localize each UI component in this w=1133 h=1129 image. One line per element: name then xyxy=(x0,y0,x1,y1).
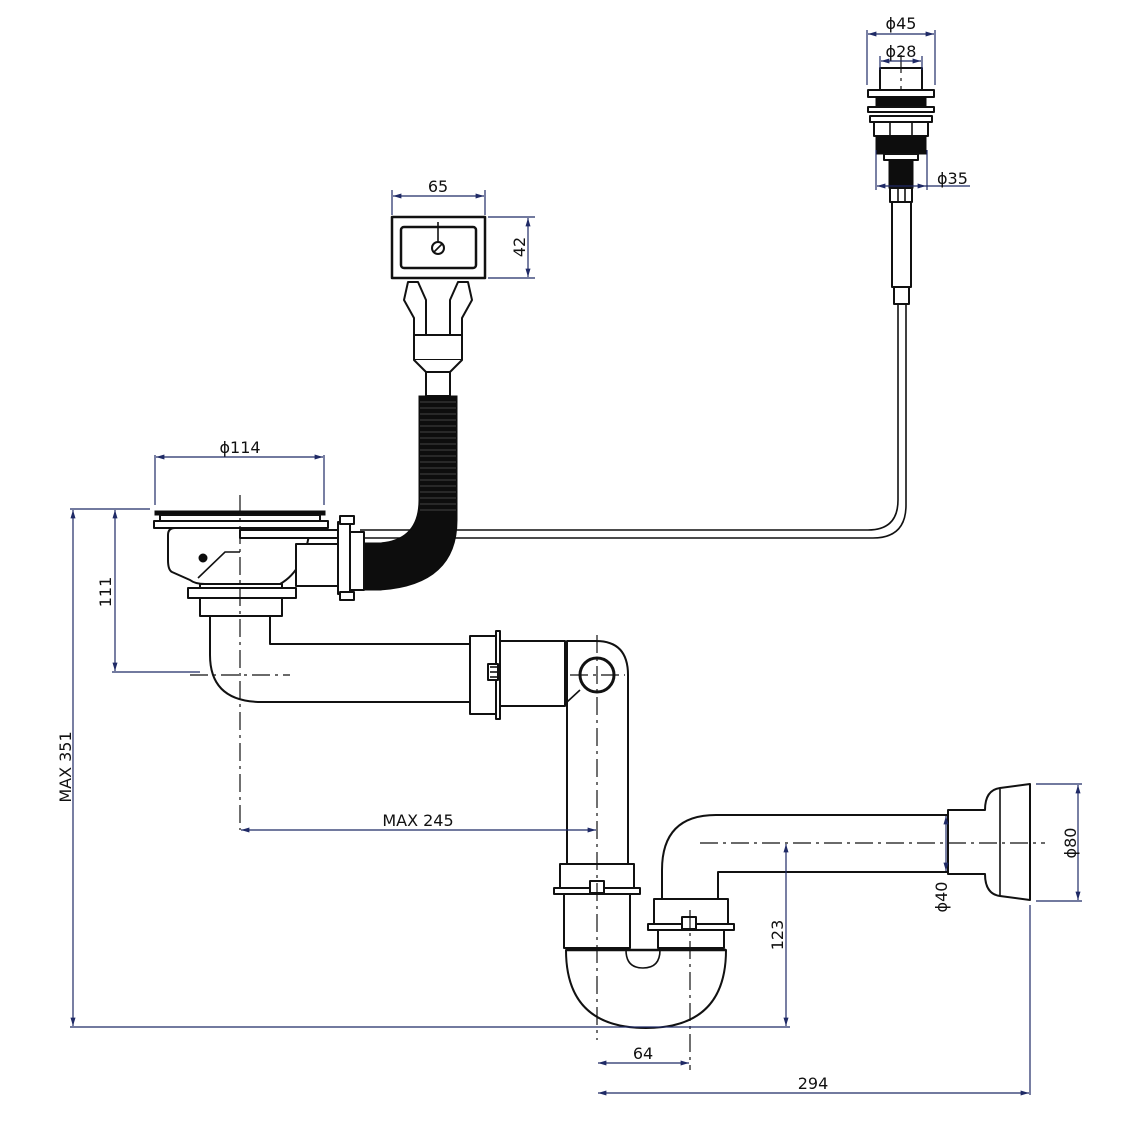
dim-text-button-inner: ϕ28 xyxy=(886,42,917,61)
dim-overflow-height: 42 xyxy=(488,216,535,279)
centerlines xyxy=(190,55,1045,1070)
button-washer xyxy=(867,106,935,113)
remote-cable xyxy=(360,304,907,539)
dim-horizontal-reach: MAX 245 xyxy=(241,811,596,833)
dim-text-outlet-height: 123 xyxy=(768,920,787,951)
strainer-flange xyxy=(153,520,329,529)
dim-outlet-pipe-dia: ϕ40 xyxy=(932,816,951,912)
dim-text-overflow-width: 65 xyxy=(428,177,448,196)
button-thread-upper xyxy=(875,96,927,108)
dim-button-inner: ϕ28 xyxy=(879,42,923,70)
dim-strainer-dia: ϕ114 xyxy=(154,438,325,505)
strainer-screw-icon xyxy=(198,553,208,563)
trap-outlet-pipe xyxy=(661,814,949,900)
horizontal-union xyxy=(469,630,568,720)
dim-outlet-height: 123 xyxy=(768,844,789,1026)
wall-rosette xyxy=(947,783,1031,901)
strainer-nut xyxy=(187,587,297,599)
dim-trap-offset: 64 xyxy=(598,1044,689,1066)
strainer xyxy=(153,510,365,617)
dim-text-rosette-dia: ϕ80 xyxy=(1061,828,1080,859)
dim-text-strainer-depth: 111 xyxy=(96,577,115,608)
dim-button-outer: ϕ45 xyxy=(866,14,936,85)
dim-total-depth: 294 xyxy=(598,905,1031,1096)
dim-text-button-thread: ϕ35 xyxy=(937,169,968,188)
trap-bowl xyxy=(565,949,727,1029)
dim-total-height: MAX 351 xyxy=(56,508,790,1028)
button-flange xyxy=(867,89,935,98)
dim-text-total-height: MAX 351 xyxy=(56,731,75,802)
dim-text-outlet-pipe-dia: ϕ40 xyxy=(932,882,951,913)
dim-rosette-dia: ϕ80 xyxy=(1036,783,1082,902)
outlet-elbow xyxy=(209,615,471,703)
dim-text-horizontal-reach: MAX 245 xyxy=(382,811,453,830)
dim-text-total-depth: 294 xyxy=(798,1074,829,1093)
button-stem-thread xyxy=(888,159,914,189)
dim-text-button-outer: ϕ45 xyxy=(886,14,917,33)
dim-overflow-width: 65 xyxy=(391,177,486,215)
dim-text-trap-offset: 64 xyxy=(633,1044,653,1063)
overflow-connector xyxy=(403,281,473,397)
button-thread-body xyxy=(875,135,927,155)
trap xyxy=(553,783,1031,1029)
dim-text-strainer-dia: ϕ114 xyxy=(219,438,260,457)
dim-text-overflow-height: 42 xyxy=(510,237,529,257)
button-nut xyxy=(873,121,929,137)
overflow-union-nut xyxy=(337,521,351,595)
dim-button-thread: ϕ35 xyxy=(875,150,970,190)
pop-up-button xyxy=(867,67,935,305)
cable-housing xyxy=(891,201,912,288)
overflow-cover xyxy=(390,215,487,280)
overflow-hose xyxy=(359,395,458,591)
dim-strainer-depth: 111 xyxy=(96,508,200,673)
